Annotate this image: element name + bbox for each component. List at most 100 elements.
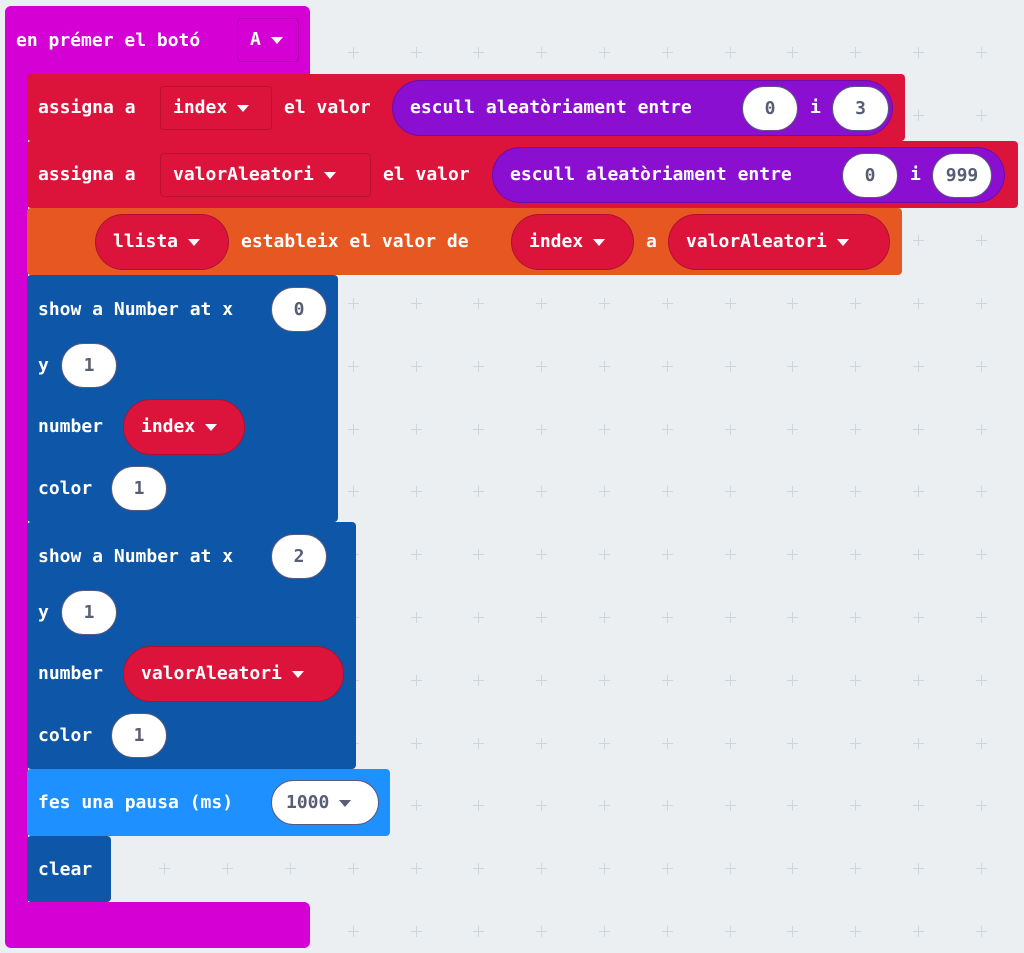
number-variable-pill[interactable]: valorAleatori — [123, 646, 344, 702]
grid-plus-icon — [850, 549, 862, 561]
number-label: number — [38, 416, 104, 437]
grid-plus-icon — [599, 863, 610, 875]
grid-plus-icon — [913, 298, 924, 309]
grid-plus-icon — [975, 109, 987, 121]
random-range-block[interactable]: escull aleatòriament entre 0 i 999 — [492, 147, 1005, 203]
grid-plus-icon — [787, 926, 799, 937]
grid-plus-icon — [473, 674, 485, 686]
grid-plus-icon — [850, 360, 862, 372]
grid-plus-icon — [222, 863, 234, 875]
grid-plus-icon — [913, 549, 924, 561]
grid-plus-icon — [724, 926, 736, 937]
grid-plus-icon — [599, 800, 610, 812]
button-value: A — [250, 29, 261, 50]
grid-plus-icon — [975, 486, 987, 498]
x-input[interactable]: 2 — [271, 534, 327, 579]
grid-plus-icon — [913, 423, 924, 435]
grid-plus-icon — [473, 926, 485, 937]
y-input[interactable]: 1 — [61, 343, 117, 388]
list-set-value-block[interactable]: llista estableix el valor de index a val… — [27, 208, 902, 275]
grid-plus-icon — [975, 298, 987, 309]
list-variable-pill[interactable]: llista — [95, 214, 229, 270]
grid-plus-icon — [913, 737, 924, 749]
grid-plus-icon — [473, 360, 485, 372]
assign-label: assigna a — [38, 164, 136, 185]
pause-duration-dropdown[interactable]: 1000 — [271, 780, 379, 825]
grid-plus-icon — [975, 612, 987, 623]
pause-block[interactable]: fes una pausa (ms) 1000 — [27, 769, 390, 836]
grid-plus-icon — [975, 926, 987, 937]
grid-plus-icon — [787, 674, 799, 686]
x-input[interactable]: 0 — [271, 287, 327, 332]
grid-plus-icon — [724, 612, 736, 623]
number-variable-pill[interactable]: index — [123, 399, 245, 455]
dropdown-arrow-icon — [270, 36, 283, 44]
grid-plus-icon — [410, 298, 422, 309]
clear-label: clear — [38, 859, 93, 880]
index-variable-pill[interactable]: index — [511, 214, 634, 270]
set-random-value-block[interactable]: assigna a valorAleatori el valor escull … — [27, 141, 1018, 208]
button-dropdown[interactable]: A — [237, 18, 299, 62]
grid-plus-icon — [787, 486, 799, 498]
random-to-input[interactable]: 3 — [832, 86, 889, 131]
grid-plus-icon — [975, 674, 987, 686]
to-label: a — [646, 231, 657, 252]
show-number-block[interactable]: show a Number at x 2 y 1 number valorAle… — [27, 522, 356, 769]
color-input[interactable]: 1 — [111, 713, 167, 758]
grid-plus-icon — [913, 486, 924, 498]
dropdown-arrow-icon — [237, 104, 250, 112]
clear-block[interactable]: clear — [27, 836, 111, 902]
grid-plus-icon — [724, 423, 736, 435]
show-number-block[interactable]: show a Number at x 0 y 1 number index co… — [27, 275, 338, 522]
dropdown-arrow-icon — [836, 238, 849, 246]
grid-plus-icon — [850, 674, 862, 686]
grid-plus-icon — [599, 298, 610, 309]
random-range-block[interactable]: escull aleatòriament entre 0 i 3 — [392, 80, 893, 136]
value-label: el valor — [383, 164, 470, 185]
grid-plus-icon — [473, 612, 485, 623]
random-from-input[interactable]: 0 — [842, 153, 898, 198]
index-variable-dropdown[interactable]: index — [160, 86, 272, 130]
grid-plus-icon — [787, 549, 799, 561]
y-input[interactable]: 1 — [61, 590, 117, 635]
dropdown-arrow-icon — [593, 238, 606, 246]
grid-plus-icon — [661, 800, 673, 812]
grid-plus-icon — [599, 486, 610, 498]
set-index-block[interactable]: assigna a index el valor escull aleatòri… — [27, 74, 905, 141]
value-label: el valor — [284, 97, 371, 118]
grid-plus-icon — [661, 926, 673, 937]
grid-plus-icon — [975, 423, 987, 435]
grid-plus-icon — [473, 423, 485, 435]
grid-plus-icon — [410, 863, 422, 875]
grid-plus-icon — [410, 46, 422, 58]
valoraleatori-variable-dropdown[interactable]: valorAleatori — [160, 153, 371, 197]
grid-plus-icon — [536, 612, 548, 623]
random-label: escull aleatòriament entre — [410, 97, 692, 118]
color-input[interactable]: 1 — [111, 466, 167, 511]
and-label: i — [810, 97, 821, 118]
grid-plus-icon — [913, 109, 924, 121]
grid-plus-icon — [347, 423, 359, 435]
y-label: y — [38, 602, 49, 623]
variable-name: index — [529, 231, 584, 252]
grid-plus-icon — [285, 863, 296, 875]
grid-plus-icon — [347, 298, 359, 309]
show-number-label: show a Number at x — [38, 299, 234, 320]
variable-name: index — [141, 416, 196, 437]
valoraleatori-variable-pill[interactable]: valorAleatori — [668, 214, 890, 270]
show-number-label: show a Number at x — [38, 546, 234, 567]
grid-plus-icon — [850, 737, 862, 749]
grid-plus-icon — [473, 486, 485, 498]
grid-plus-icon — [599, 549, 610, 561]
random-from-input[interactable]: 0 — [742, 86, 798, 131]
grid-plus-icon — [473, 863, 485, 875]
color-label: color — [38, 478, 93, 499]
random-to-input[interactable]: 999 — [932, 153, 992, 198]
grid-plus-icon — [347, 926, 359, 937]
grid-plus-icon — [975, 46, 987, 58]
variable-name: valorAleatori — [173, 164, 314, 185]
assign-label: assigna a — [38, 97, 136, 118]
grid-plus-icon — [975, 360, 987, 372]
grid-plus-icon — [159, 863, 171, 875]
color-label: color — [38, 725, 93, 746]
